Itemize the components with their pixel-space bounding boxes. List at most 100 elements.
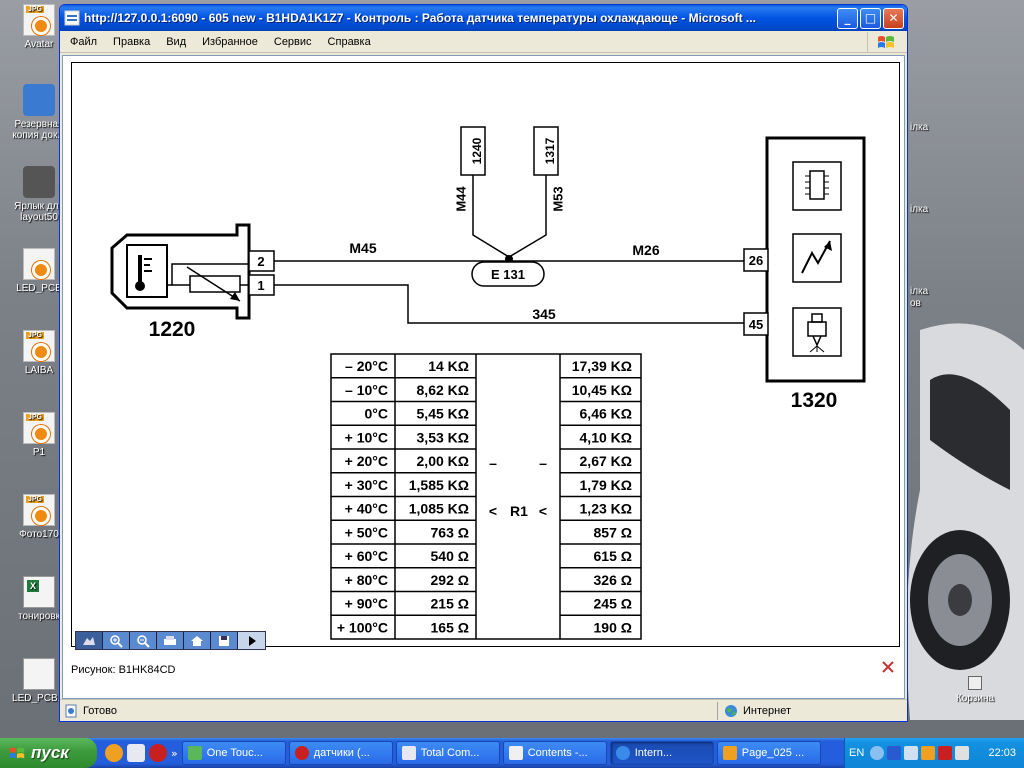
desktop-icon-led-pcb-b[interactable]: LED_PCB.b — [4, 658, 74, 704]
menu-edit[interactable]: Правка — [113, 35, 151, 48]
figure-caption: Рисунок: B1HK84CD — [71, 664, 176, 676]
desktop-icon-label: LED_PCB.b — [12, 693, 66, 704]
opera-icon[interactable] — [149, 744, 167, 762]
bluetooth-icon[interactable] — [887, 746, 902, 760]
close-figure-icon[interactable] — [880, 659, 896, 675]
desktop-icon-label: Фото170 — [19, 529, 59, 540]
close-button[interactable]: ✕ — [883, 7, 904, 29]
hand-icon — [83, 636, 95, 645]
desktop-icon-backup[interactable]: Резервная копия док... — [4, 84, 74, 145]
table-dash-right: – — [539, 455, 547, 471]
task-one-touch[interactable]: One Touc... — [181, 741, 286, 765]
table-rmax-cell: 245 Ω — [594, 596, 632, 612]
table-rmax-cell: 1,79 KΩ — [580, 477, 632, 493]
table-temp-cell: + 30°C — [345, 477, 388, 493]
table-rmin-cell: 3,53 KΩ — [417, 429, 469, 445]
table-temp-cell: – 10°C — [345, 382, 388, 398]
ie-icon — [615, 746, 630, 760]
desktop-icon-avatar[interactable]: JPG Avatar — [4, 4, 74, 50]
browser-window: http://127.0.0.1:6090 - 605 new - B1HDA1… — [59, 4, 908, 722]
print-button[interactable] — [157, 632, 184, 649]
task-sensors[interactable]: датчики (... — [288, 741, 393, 765]
clock: 22:03 — [988, 747, 1016, 759]
zoom-in-button[interactable] — [103, 632, 130, 649]
zoom-in-icon — [110, 634, 123, 648]
desktop-icon-tint[interactable]: X тонировк — [4, 576, 74, 622]
menu-view[interactable]: Вид — [166, 35, 187, 48]
menu-help[interactable]: Справка — [327, 35, 371, 48]
task-total-commander[interactable]: Total Com... — [395, 741, 500, 765]
task-contents[interactable]: Contents -... — [502, 741, 607, 765]
table-lt-left: < — [489, 503, 497, 519]
table-temp-cell: + 80°C — [345, 572, 388, 588]
avast-icon[interactable] — [105, 744, 123, 762]
windows-logo-icon — [9, 747, 25, 759]
table-rmax-cell: 10,45 KΩ — [572, 382, 632, 398]
table-temp-cell: 0°C — [365, 406, 389, 422]
connector-1317 — [533, 126, 559, 176]
pan-tool-button[interactable] — [76, 632, 103, 649]
desktop-icon-p1[interactable]: JPG P1 — [4, 412, 74, 458]
chevron-right-icon[interactable]: » — [171, 746, 178, 760]
desktop-icon-recycle-bin[interactable]: Корзина — [940, 676, 1010, 704]
system-tray: EN 22:03 — [844, 738, 1024, 768]
volume-icon[interactable] — [955, 746, 970, 760]
recycle-bin-icon — [968, 676, 982, 690]
home-button[interactable] — [184, 632, 211, 649]
pin-sensor-1: 1 — [257, 278, 264, 293]
table-rmin-cell: 763 Ω — [431, 524, 469, 540]
task-page-025[interactable]: Page_025 ... — [716, 741, 821, 765]
page-content: 2 1 1220 M45 M26 345 1240 1317 M44 M53 — [62, 55, 905, 699]
next-button[interactable] — [238, 632, 265, 649]
menu-favorites[interactable]: Избранное — [202, 35, 258, 48]
desktop-icon-photo[interactable]: JPG Фото170 — [4, 494, 74, 540]
ignition-icon — [792, 233, 842, 283]
taskbar: пуск » One Touc... датчики (... Total Co… — [0, 738, 1024, 768]
task-label: One Touc... — [206, 747, 263, 759]
desktop-icon-led-pcb[interactable]: LED_PCB — [4, 248, 74, 294]
title-bar[interactable]: http://127.0.0.1:6090 - 605 new - B1HDA1… — [60, 5, 907, 31]
table-temp-cell: + 40°C — [345, 501, 388, 517]
table-r1: R1 — [510, 503, 528, 519]
security-icon[interactable] — [938, 746, 953, 760]
minimize-button[interactable]: _ — [837, 7, 858, 29]
zoom-out-button[interactable] — [130, 632, 157, 649]
image-file-icon — [23, 248, 55, 280]
total-commander-icon[interactable] — [127, 744, 145, 762]
desktop-label-partial: ілка — [910, 122, 929, 133]
table-temp-cell: + 90°C — [345, 596, 388, 612]
table-rmax-cell: 4,10 KΩ — [580, 429, 632, 445]
table-rmin-cell: 215 Ω — [431, 596, 469, 612]
desktop-label-partial: ілка — [910, 286, 929, 297]
table-rmin-cell: 540 Ω — [431, 548, 469, 564]
variable-resistor-icon — [167, 263, 254, 302]
antivirus-icon[interactable] — [921, 746, 936, 760]
table-temp-cell: – 20°C — [345, 358, 388, 374]
table-rmax-cell: 2,67 KΩ — [580, 453, 632, 469]
scanner-icon — [187, 746, 202, 760]
task-label: датчики (... — [313, 747, 370, 759]
start-button[interactable]: пуск — [0, 738, 97, 768]
desktop-label-partial: ілка — [910, 204, 929, 215]
table-rmax-cell: 6,46 KΩ — [580, 406, 632, 422]
tray-expand-icon[interactable] — [870, 746, 885, 760]
menu-file[interactable]: Файл — [70, 35, 98, 48]
task-internet-explorer[interactable]: Intern... — [609, 741, 714, 765]
network-icon[interactable] — [904, 746, 919, 760]
language-indicator[interactable]: EN — [849, 747, 865, 759]
table-rmax-cell: 615 Ω — [594, 548, 632, 564]
menu-tools[interactable]: Сервис — [273, 35, 312, 48]
table-temp-cell: + 100°C — [337, 619, 388, 635]
shortcut-icon — [23, 166, 55, 198]
save-button[interactable] — [211, 632, 238, 649]
maximize-button[interactable]: □ — [860, 7, 881, 29]
task-label: Intern... — [634, 747, 673, 759]
window-title: http://127.0.0.1:6090 - 605 new - B1HDA1… — [84, 11, 756, 25]
desktop-icon-laiba[interactable]: JPG LAIBA — [4, 330, 74, 376]
desktop-icon-layout[interactable]: Ярлык для layout50 — [4, 166, 74, 227]
start-label: пуск — [31, 743, 69, 762]
label-1240: 1240 — [470, 137, 484, 164]
table-rmax-cell: 1,23 KΩ — [580, 501, 632, 517]
security-zone[interactable]: Интернет — [717, 701, 907, 720]
